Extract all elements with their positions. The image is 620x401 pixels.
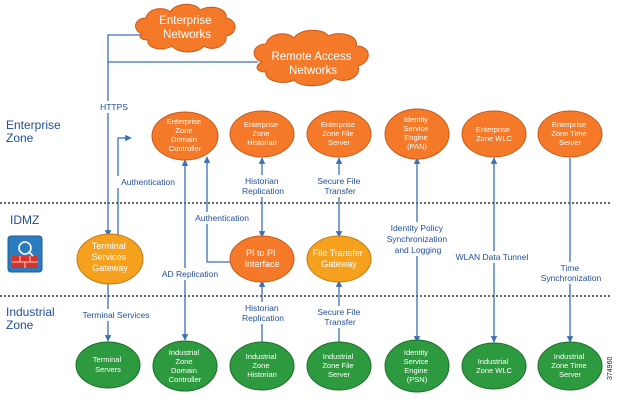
svg-text:Industrial Zone Hi: Industrial Zone Historian [246,352,279,379]
label-ad-replication: AD Replication [158,268,222,280]
remote-access-networks-cloud: Remote Access Networks [253,29,369,87]
label-secure-file-transfer-bottom: Secure File Transfer [316,306,364,328]
svg-text:Identity Service E: Identity Service Engine (PAN) [403,115,430,151]
svg-text:Terminal Services: Terminal Services [82,310,149,320]
node-enterprise-domain-controller: Enterprise Zone Domain Controller [151,111,219,161]
label-terminal-services: Terminal Services [76,309,156,321]
svg-text:Industrial Zone WLC: Industrial Zone WLC [476,357,512,375]
firewall-icon [7,235,43,273]
svg-text:File Transfer Gateway: File Transfer Gateway [313,248,366,269]
svg-text:Industrial Zone File: Industrial Zone File Server [322,352,355,379]
svg-text:Identity Service E: Identity Service Engine (PSN) [403,348,430,384]
zone-label-idmz: IDMZ [10,213,39,227]
node-industrial-wlc: Industrial Zone WLC [461,342,527,390]
node-enterprise-time-server: Enterprise Zone Time Server [537,110,603,158]
node-enterprise-wlc: Enterprise Zone WLC [461,110,527,158]
svg-text:Secure File Transfer: Secure File Transfer [317,307,362,327]
svg-text:Remote Access Networks: Remote Access Networks [271,51,354,77]
node-enterprise-historian: Enterprise Zone Historian [229,110,295,158]
node-industrial-historian: Industrial Zone Historian [229,341,295,391]
node-industrial-domain-controller: Industrial Zone Domain Controller [152,340,218,392]
label-https: HTTPS [96,101,130,113]
svg-text:HTTPS: HTTPS [100,102,128,112]
node-industrial-file-server: Industrial Zone File Server [306,341,372,391]
svg-text:Historian Replication: Historian Replication [242,303,284,323]
node-pi-to-pi-interface: PI to PI Interface [229,235,295,283]
svg-text:AD Replication: AD Replication [162,269,218,279]
svg-text:Terminal Servers: Terminal Servers [93,355,123,374]
label-wlan-data-tunnel: WLAN Data Tunnel [455,251,529,263]
node-file-transfer-gateway: File Transfer Gateway [306,235,372,283]
node-terminal-services-gateway: Terminal Services Gateway [76,233,144,285]
svg-text:Secure File Transfer: Secure File Transfer [317,176,362,196]
label-secure-file-transfer-top: Secure File Transfer [316,175,364,197]
zone-label-industrial: Industrial Zone [6,305,58,332]
label-historian-replication-bottom: Historian Replication [240,302,286,324]
figure-id: 374960 [607,357,614,380]
label-historian-replication-top: Historian Replication [240,175,286,197]
enterprise-networks-cloud: Enterprise Networks [135,3,236,53]
svg-text:Industrial Zone Time: Industrial Zone Time Server [551,352,589,379]
label-identity-policy: Identity Policy Synchronization and Logg… [384,222,452,256]
zone-label-enterprise: Enterprise Zone [6,118,64,145]
svg-text:Authentication: Authentication [195,213,249,223]
svg-text:Enterprise Zone Time: Enterprise Zone Time Server [551,120,589,147]
label-time-synchronization: Time Synchronization [538,262,604,284]
edge-authentication-1 [117,134,132,238]
node-terminal-servers: Terminal Servers [75,341,141,389]
svg-text:WLAN Data Tunnel: WLAN Data Tunnel [456,252,529,262]
svg-text:Enterprise Zone Do: Enterprise Zone Domain Controller [167,117,203,153]
label-authentication-1: Authentication [116,176,180,188]
node-ise-psn: Identity Service Engine (PSN) [384,339,450,393]
label-authentication-2: Authentication [190,212,254,224]
svg-text:Industrial Zone Do: Industrial Zone Domain Controller [169,348,202,384]
svg-text:Authentication: Authentication [121,177,175,187]
svg-text:Terminal Services: Terminal Services Gateway [91,241,128,273]
svg-text:Enterprise Networks: Enterprise Networks [159,15,215,41]
svg-text:Enterprise Zone WLC: Enterprise Zone WLC [476,125,513,143]
svg-text:Enterprise Zone File: Enterprise Zone File Server [321,120,357,147]
svg-text:Identity Policy Synchron: Identity Policy Synchronization and Logg… [387,223,450,255]
node-ise-pan: Identity Service Engine (PAN) [384,108,450,160]
svg-text:Historian Replication: Historian Replication [242,176,284,196]
node-industrial-time-server: Industrial Zone Time Server [537,341,603,391]
node-enterprise-file-server: Enterprise Zone File Server [306,110,372,158]
svg-text:Time Synchronization: Time Synchronization [541,263,602,283]
edge-https [104,34,150,237]
svg-text:PI to PI Interface: PI to PI Interface [244,248,279,269]
svg-text:Enterprise Zone Hi: Enterprise Zone Historian [244,120,280,147]
